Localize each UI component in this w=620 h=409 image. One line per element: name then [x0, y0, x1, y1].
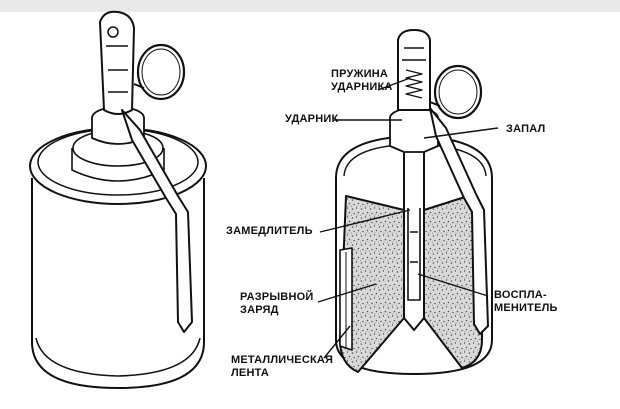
label-metal-band-line2: ЛЕНТА	[231, 367, 269, 379]
label-spring-line1: ПРУЖИНА	[331, 68, 389, 80]
label-charge-line2: ЗАРЯД	[240, 304, 279, 316]
grenade-section	[335, 29, 493, 375]
label-igniter: ВОСПЛА- МЕНИТЕЛЬ	[494, 289, 558, 315]
label-igniter-line1: ВОСПЛА-	[494, 289, 547, 301]
leader-lines	[317, 77, 499, 359]
label-delay: ЗАМЕДЛИТЕЛЬ	[226, 225, 313, 237]
label-charge: РАЗРЫВНОЙ ЗАРЯД	[240, 291, 313, 317]
label-metal-band-line1: МЕТАЛЛИЧЕСКАЯ	[231, 354, 334, 366]
top-strip	[0, 0, 620, 12]
label-igniter-line2: МЕНИТЕЛЬ	[494, 302, 558, 314]
label-charge-line1: РАЗРЫВНОЙ	[240, 291, 314, 303]
grenade-exterior	[29, 10, 207, 389]
label-spring-line2: УДАРНИКА	[331, 81, 393, 93]
label-spring: ПРУЖИНА УДАРНИКА	[331, 68, 393, 94]
label-metal-band: МЕТАЛЛИЧЕСКАЯ ЛЕНТА	[231, 354, 333, 380]
label-fuze: ЗАПАЛ	[506, 123, 546, 135]
label-striker: УДАРНИК	[285, 113, 339, 125]
